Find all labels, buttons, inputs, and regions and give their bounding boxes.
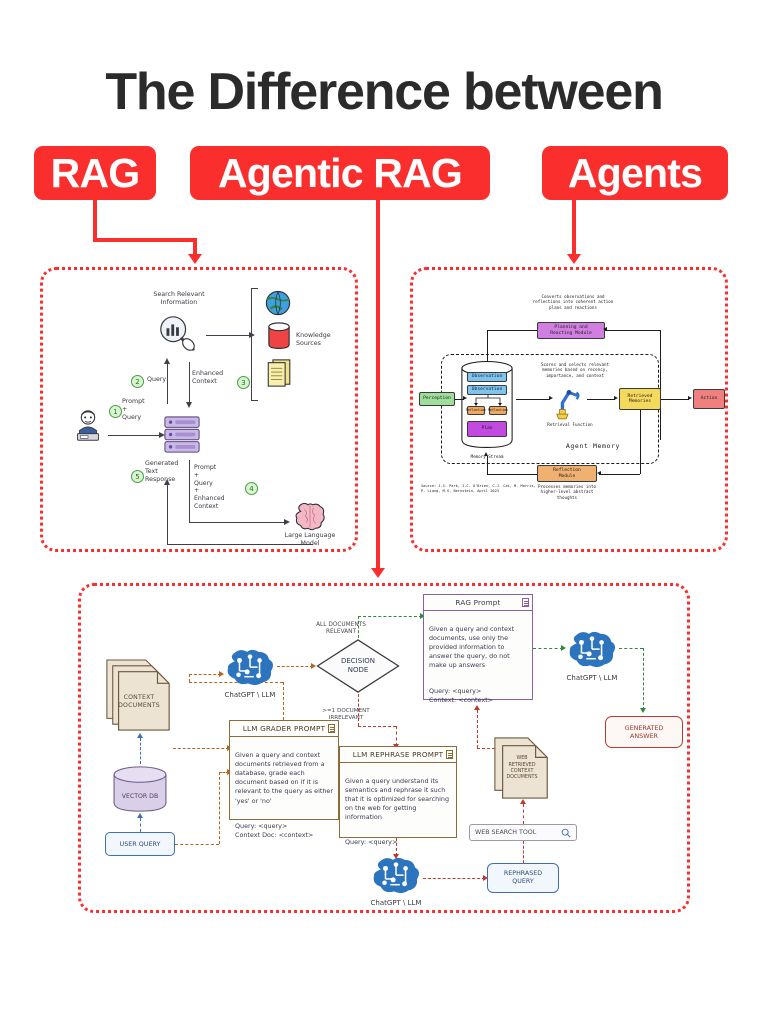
chatgpt-llm-brain-icon-right: [569, 631, 616, 668]
memory-branch-lines: [474, 394, 502, 406]
context-documents-icon: [106, 659, 170, 731]
node-rephrased-query: REPHRASED QUERY: [487, 863, 559, 893]
server-stack-icon: [164, 416, 200, 453]
chatgpt-llm-brain-icon-bottom: [373, 857, 420, 894]
label-search-relevant-information: Search Relevant Information: [153, 291, 205, 306]
node-reflection-module: Reflection Module: [537, 465, 597, 482]
node-user-query: USER QUERY: [105, 832, 175, 856]
edge-webdocs-to-ragprompt: [477, 710, 478, 748]
step-badge-5: 5: [131, 470, 144, 483]
badge-agentic-rag: Agentic RAG: [190, 146, 490, 200]
step-badge-3: 3: [237, 376, 250, 389]
database-cylinder-icon: [268, 322, 290, 350]
magnifier-data-icon: [160, 316, 195, 351]
label-memory-stream: Memory Stream: [470, 454, 504, 459]
search-icon: [561, 828, 571, 838]
decision-node-diamond: [316, 639, 400, 693]
edge-llm-to-answer: [619, 648, 643, 649]
note-fields-text: Query: <query> Context Doc: <context>: [235, 821, 314, 839]
edge-grader-to-llm: [283, 682, 284, 720]
document-icon: [446, 750, 453, 759]
label-knowledge-sources: Knowledge Sources: [296, 332, 331, 347]
panel-agents: Converts observations and reflections in…: [410, 267, 728, 552]
note-body-text: Given a query and context documents, use…: [429, 625, 515, 670]
node-plan: Plan: [467, 421, 507, 437]
node-action: Action: [693, 389, 725, 409]
note-body-text: Given a query understand its semantics a…: [345, 777, 450, 822]
note-title-text: LLM REPHRASE PROMPT: [352, 750, 444, 759]
label-agent-memory: Agent Memory: [565, 442, 621, 450]
edge-ragprompt-to-llm: [533, 648, 563, 649]
label-chatgpt-llm-right: ChatGPT \ LLM: [566, 674, 618, 682]
page-title: The Difference between: [105, 63, 664, 121]
step-badge-4: 4: [245, 482, 258, 495]
caption-reflection-module: Processes memories into higher-level abs…: [538, 484, 596, 500]
node-generated-answer: GENERATED ANSWER: [605, 716, 683, 748]
label-vector-db: VECTOR DB: [121, 793, 159, 801]
note-body-text: Given a query and context documents retr…: [235, 751, 333, 805]
note-title-text: RAG Prompt: [455, 598, 501, 607]
web-retrieved-documents-icon: [494, 737, 548, 799]
label-prompt-query-enhanced-context: Prompt + Query + Enhanced Context: [194, 464, 225, 510]
edge-docs-to-grader: [173, 748, 229, 749]
label-large-language-model: Large Language Model: [284, 532, 336, 547]
label-chatgpt-llm-top: ChatGPT \ LLM: [224, 691, 276, 699]
edge-llm-to-decision: [277, 666, 313, 667]
web-search-tool[interactable]: WEB SEARCH TOOL: [469, 824, 577, 841]
brain-icon: [295, 502, 325, 531]
label-chatgpt-llm-bottom: ChatGPT \ LLM: [370, 899, 422, 907]
edge-rephrased-to-search: [523, 841, 524, 863]
caption-retrieval-function: Scores and selects relevant memories bas…: [540, 362, 610, 378]
edge-userquery-to-grader: [175, 844, 219, 845]
note-fields-text: Query: <query>: [345, 837, 398, 846]
edge-rephrase-to-llm: [396, 838, 397, 856]
node-reflection-chip-a: Reflection: [466, 406, 486, 415]
label-document-irrelevant: >=1 DOCUMENT IRRELEVANT: [322, 708, 370, 721]
documents-stack-icon: [267, 359, 291, 387]
edge-irrelevant: [358, 694, 359, 726]
node-planning-reacting-module: Planning and Reacting Module: [537, 322, 605, 339]
node-retrieved-memories: Retrieved Memories: [619, 388, 661, 410]
caption-planning-module: Converts observations and reflections in…: [532, 294, 614, 310]
label-prompt-query-step1: Prompt + Query: [122, 398, 145, 421]
label-generated-text-response: Generated Text Response: [145, 460, 179, 483]
node-observation-1: Observation: [467, 372, 507, 382]
panel-rag: Search Relevant Information: [40, 267, 358, 552]
document-icon: [522, 598, 529, 607]
label-decision-node: DECISION NODE: [340, 657, 376, 674]
globe-icon: [265, 290, 291, 316]
panel-agentic-rag: CONTEXT DOCUMENTS VECTOR DB USER QUERY L…: [78, 583, 690, 913]
node-perception: Perception: [419, 392, 455, 406]
step-badge-1: 1: [109, 405, 122, 418]
edge-llm-to-rephrased-query: [423, 878, 485, 879]
source-citation: Source: J.S. Park, J.C. O'Brien, C.J. Ca…: [421, 484, 536, 493]
label-enhanced-context-step3: Enhanced Context: [192, 370, 224, 385]
edge-search-to-webdocs: [523, 804, 524, 824]
chatgpt-llm-brain-icon-top: [227, 649, 274, 686]
note-rag-prompt: RAG Prompt Given a query and context doc…: [423, 594, 533, 704]
label-web-retrieved-documents: WEB RETRIEVED CONTEXT DOCUMENTS: [506, 756, 538, 781]
edge-all-relevant: [358, 616, 359, 638]
label-context-documents: CONTEXT DOCUMENTS: [118, 694, 160, 709]
label-query-step2: Query: [147, 376, 167, 383]
web-search-tool-label: WEB SEARCH TOOL: [475, 829, 537, 836]
note-title-text: LLM GRADER PROMPT: [242, 724, 326, 733]
note-llm-grader-prompt: LLM GRADER PROMPT Given a query and cont…: [229, 720, 339, 839]
badge-rag: RAG: [34, 146, 156, 200]
user-laptop-icon: [77, 410, 99, 441]
document-icon: [328, 724, 335, 733]
node-reflection-chip-b: Reflection: [488, 406, 508, 415]
badge-agents: Agents: [542, 146, 728, 200]
note-fields-text: Query: <query> Context: <context>: [429, 686, 494, 704]
note-llm-rephrase-prompt: LLM REPHRASE PROMPT Given a query unders…: [339, 746, 457, 846]
vector-db-icon: [113, 766, 167, 812]
label-retrieval-function: Retrieval Function: [547, 422, 593, 427]
edge-vectordb-to-docs: [140, 738, 141, 764]
step-badge-2: 2: [131, 375, 144, 388]
edge-userquery-to-vectordb: [140, 818, 141, 832]
label-all-documents-relevant: ALL DOCUMENTS RELEVANT: [316, 621, 366, 635]
retrieval-function-robot-icon: [556, 390, 580, 420]
node-observation-2: Observation: [467, 385, 507, 395]
